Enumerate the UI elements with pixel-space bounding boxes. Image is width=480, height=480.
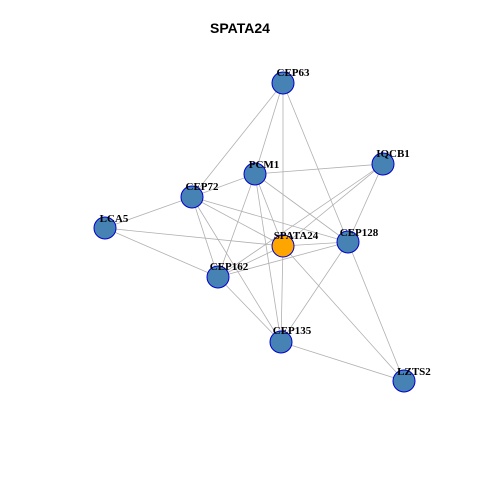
node-label-cep72: CEP72 [186,181,220,193]
node-label-cep135: CEP135 [273,325,312,337]
edge-spata24-cep135 [280,245,284,343]
node-label-cep162: CEP162 [210,261,249,273]
edge-pcm1-cep135 [254,173,282,343]
edge-pcm1-iqcb1 [254,163,384,175]
edge-lca5-cep162 [104,227,219,278]
edge-cep135-lzts2 [280,341,405,382]
edge-iqcb1-cep128 [347,163,384,243]
edge-iqcb1-spata24 [282,163,384,247]
edge-pcm1-cep128 [254,173,349,243]
edge-pcm1-spata24 [254,173,284,247]
node-label-lca5: LCA5 [100,213,129,225]
edge-spata24-lzts2 [282,245,405,382]
node-pcm1 [243,162,267,186]
edge-cep162-cep135 [217,276,282,343]
node-cep128 [336,230,360,254]
node-label-spata24: SPATA24 [274,230,319,242]
node-cep63 [271,71,295,95]
edge-cep63-cep72 [191,82,284,198]
node-label-pcm1: PCM1 [249,159,280,171]
node-lzts2 [392,369,416,393]
node-cep135 [269,330,293,354]
edge-cep72-spata24 [191,196,284,247]
edge-iqcb1-cep162 [217,163,384,278]
edge-cep63-cep128 [282,82,349,243]
edge-spata24-cep162 [217,245,284,278]
edge-cep128-lzts2 [347,241,405,382]
node-layer [93,71,416,393]
edge-cep72-lca5 [104,196,193,229]
edge-cep63-pcm1 [254,82,284,175]
edge-cep72-cep162 [191,196,219,278]
node-label-iqcb1: IQCB1 [376,148,410,160]
node-label-lzts2: LZTS2 [397,366,431,378]
figure-title: SPATA24 [210,20,270,36]
node-iqcb1 [371,152,395,176]
edge-cep128-cep135 [280,241,349,343]
node-lca5 [93,216,117,240]
node-cep162 [206,265,230,289]
edge-cep72-cep128 [191,196,349,243]
edge-layer [104,82,405,382]
edge-lca5-spata24 [104,227,284,247]
edge-cep72-cep135 [191,196,282,343]
node-spata24 [271,234,295,258]
edge-pcm1-cep162 [217,173,256,278]
edge-cep128-cep162 [217,241,349,278]
node-cep72 [180,185,204,209]
node-label-cep63: CEP63 [277,67,311,79]
node-label-cep128: CEP128 [340,227,379,239]
